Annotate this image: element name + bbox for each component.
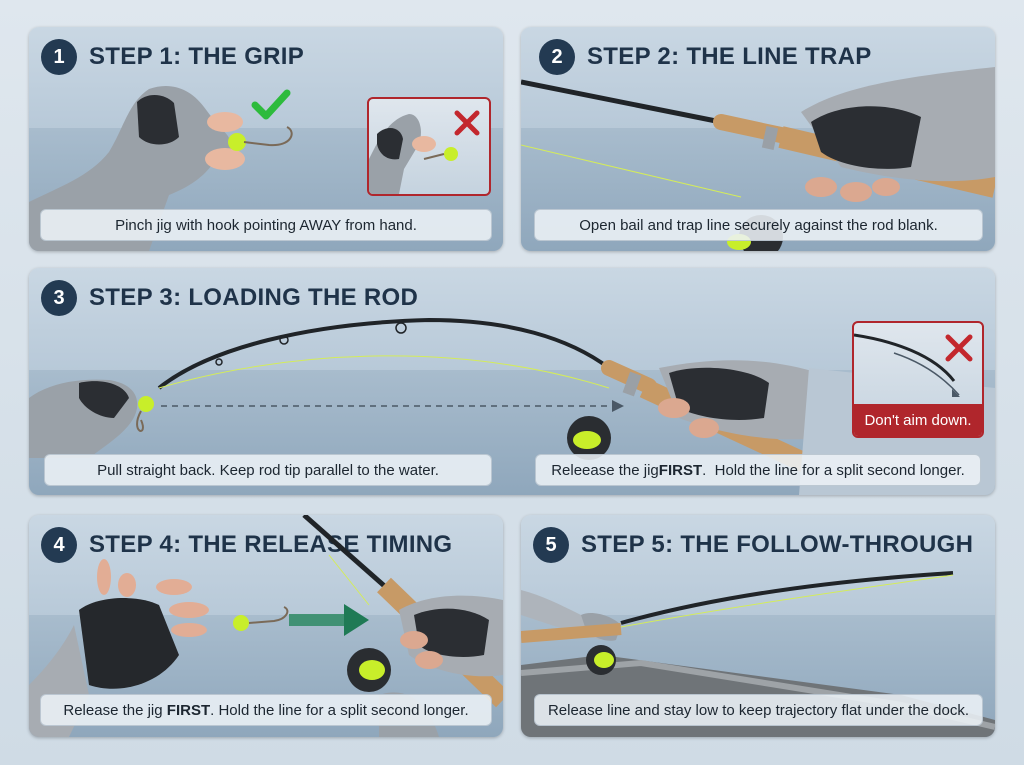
caption-text: Releease the jig [551,461,659,479]
step-3-caption-right: Releease the jig FIRST. Hold the line fo… [535,454,981,486]
step-title: STEP 2: THE LINE TRAP [587,43,872,70]
step-number-badge: 5 [533,527,569,563]
incorrect-grip-example [367,97,491,196]
step-number-badge: 1 [41,39,77,75]
step-2-panel: 2 STEP 2: THE LINE TRAP Open bail and tr… [521,27,995,251]
incorrect-grip-illustration [369,114,458,194]
incorrect-aim-example: Don't aim down. [852,321,984,438]
caption-text: . Hold the line for a split second longe… [210,701,469,719]
step-1-caption: Pinch jig with hook pointing AWAY from h… [40,209,492,241]
step-4-header: 4 STEP 4: THE RELEASE TIMING [41,527,452,563]
step-5-caption: Release line and stay low to keep trajec… [534,694,983,726]
step-number-badge: 2 [539,39,575,75]
caption-text: Release the jig [63,701,167,719]
step-2-header: 2 STEP 2: THE LINE TRAP [539,39,872,75]
step-number-badge: 4 [41,527,77,563]
rod-aimed-down-illustration [854,333,960,397]
caption-text: . Hold the line for a split second longe… [702,461,965,479]
step-title: STEP 3: LOADING THE ROD [89,284,419,311]
caption-emphasis: FIRST [166,701,211,719]
step-3-caption-left: Pull straight back. Keep rod tip paralle… [44,454,492,486]
x-icon [945,334,973,362]
caption-emphasis: FIRST [658,461,703,479]
step-4-caption: Release the jig FIRST. Hold the line for… [40,694,492,726]
check-icon [251,89,291,120]
step-title: STEP 1: THE GRIP [89,43,305,70]
step-3-header: 3 STEP 3: LOADING THE ROD [41,280,418,316]
step-2-caption: Open bail and trap line securely against… [534,209,983,241]
warning-label: Don't aim down. [854,404,982,436]
step-5-panel: 5 STEP 5: THE FOLLOW-THROUGH Release lin… [521,515,995,737]
step-3-panel: 3 STEP 3: LOADING THE ROD D [29,268,995,495]
line-trap-illustration [521,67,995,251]
step-1-panel: 1 STEP 1: THE GRIP Pinch jig with hook p… [29,27,503,251]
step-4-panel: 4 STEP 4: THE RELEASE TIMING Release the… [29,515,503,737]
step-1-header: 1 STEP 1: THE GRIP [41,39,304,75]
x-icon [454,110,480,136]
step-5-header: 5 STEP 5: THE FOLLOW-THROUGH [533,527,973,563]
step-title: STEP 5: THE FOLLOW-THROUGH [581,531,974,558]
step-number-badge: 3 [41,280,77,316]
step-title: STEP 4: THE RELEASE TIMING [89,531,453,558]
